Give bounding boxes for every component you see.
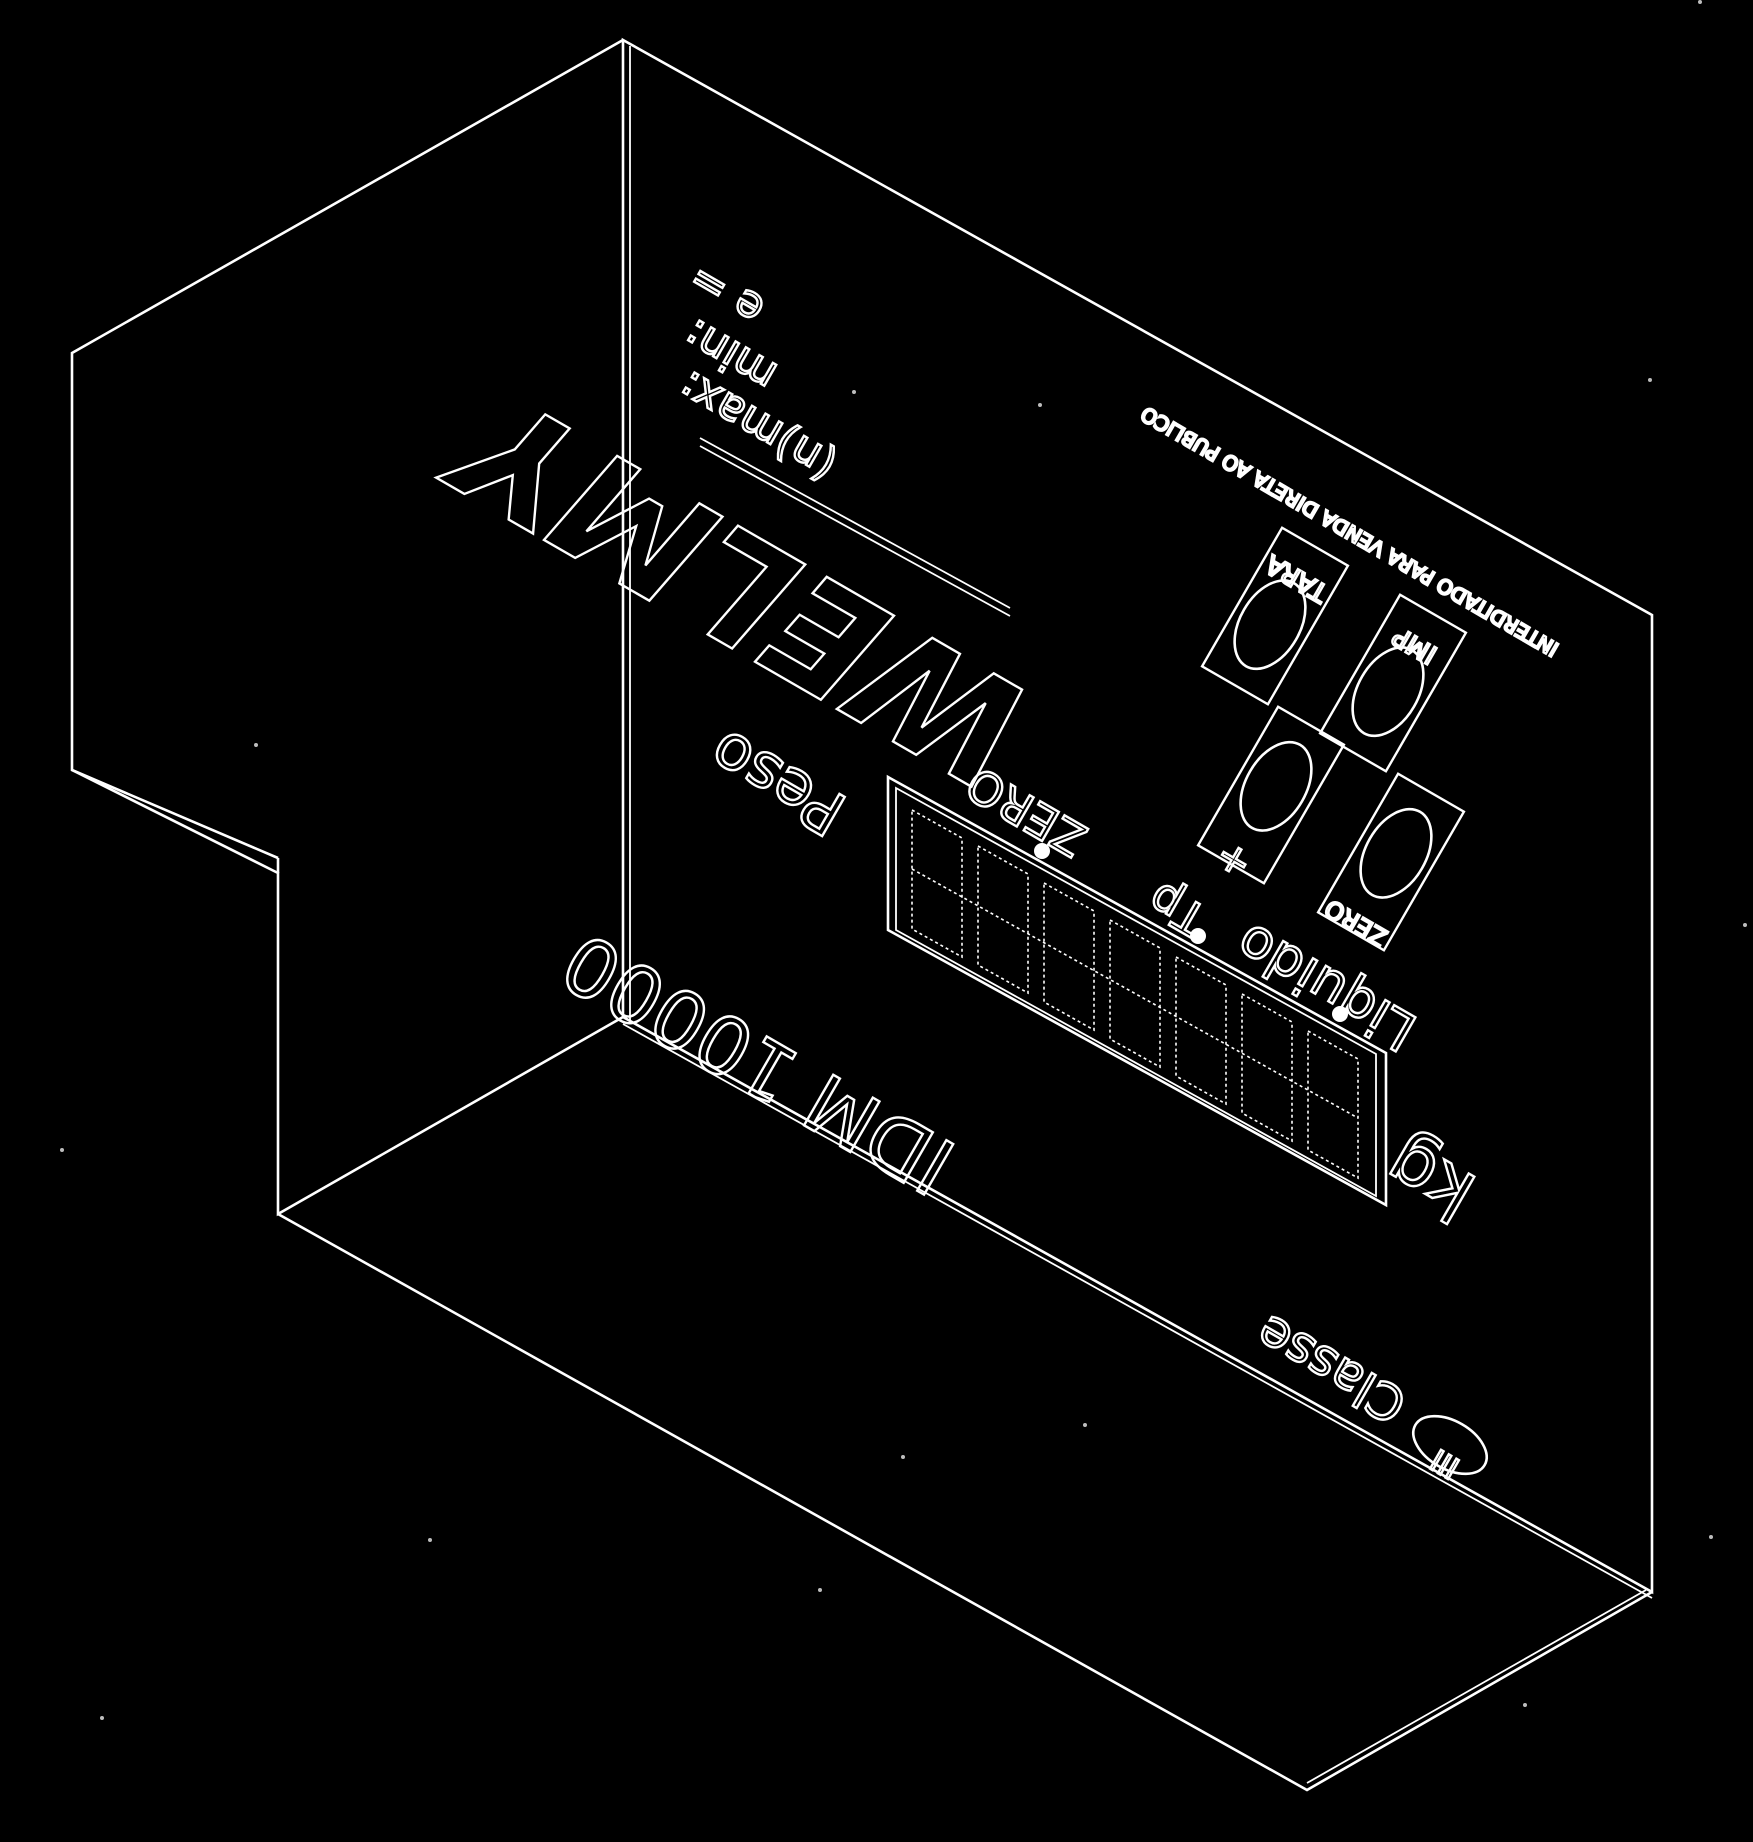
scan-noise bbox=[60, 0, 1747, 1720]
tp-indicator-led bbox=[1190, 928, 1206, 944]
display-digit bbox=[1043, 881, 1095, 1032]
left-face-step bbox=[71, 768, 624, 1217]
zero-button-circle[interactable] bbox=[1346, 797, 1446, 910]
notice-text-content: INTERDITADO PARA VENDA DIRETA AO PUBLICO bbox=[1137, 402, 1563, 662]
zero-indicator-led bbox=[1034, 843, 1050, 859]
bottom-face bbox=[277, 1212, 1653, 1792]
plus-button-label: + bbox=[1207, 832, 1259, 889]
button-tara[interactable]: TARA bbox=[1200, 526, 1350, 706]
display-digit bbox=[1241, 992, 1293, 1143]
display-digits bbox=[911, 808, 1359, 1180]
display-digit bbox=[1109, 918, 1161, 1069]
plus-button-circle[interactable] bbox=[1226, 730, 1326, 843]
imp-button-label: IMP bbox=[1388, 620, 1443, 669]
model-label: IDM 10000 bbox=[547, 914, 969, 1212]
class-mark-label: Classe bbox=[1246, 1303, 1416, 1434]
unit-label: kg bbox=[1371, 1122, 1489, 1238]
liquido-indicator-led bbox=[1332, 1006, 1348, 1022]
class-mark: Classe III bbox=[1245, 1302, 1488, 1486]
button-plus[interactable]: + bbox=[1189, 705, 1346, 899]
display-digit bbox=[977, 844, 1029, 995]
class-mark-roman: III bbox=[1425, 1441, 1465, 1485]
button-zero[interactable]: ZERO bbox=[1316, 772, 1466, 954]
tara-button-circle[interactable] bbox=[1220, 568, 1320, 681]
class-mark-oval bbox=[1412, 1414, 1488, 1476]
display-digit bbox=[1307, 1029, 1359, 1180]
zero-button-label: ZERO bbox=[1320, 894, 1392, 952]
housing-outline bbox=[70, 37, 1654, 1792]
display-frame bbox=[886, 774, 1388, 1208]
weight-display bbox=[886, 774, 1388, 1208]
display-digit bbox=[1175, 955, 1227, 1106]
tara-button-label: TARA bbox=[1261, 548, 1335, 608]
display-digit bbox=[911, 808, 963, 959]
spec-label-group: (n)max: min: e = bbox=[669, 251, 847, 492]
brand-logo-underline bbox=[699, 437, 1011, 609]
imp-button-circle[interactable] bbox=[1338, 635, 1438, 748]
